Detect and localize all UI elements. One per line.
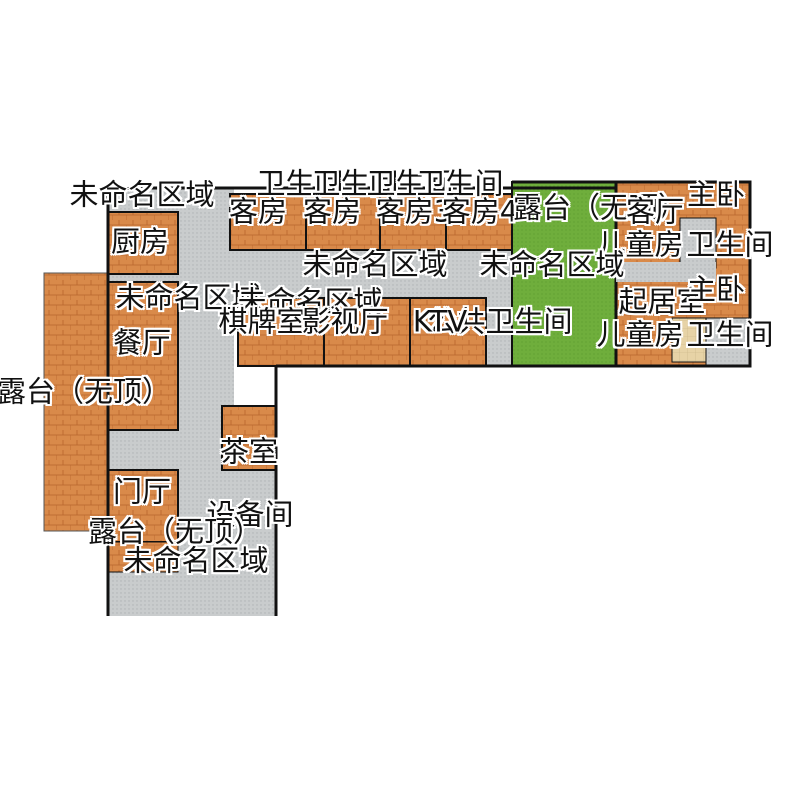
guest-room-2-area [305, 193, 381, 251]
terrace-left-area [43, 272, 109, 532]
corridor-lower [178, 470, 276, 616]
tea-room-area [221, 405, 277, 471]
guest-room-3-area [379, 193, 447, 251]
right-beige-area [671, 317, 707, 363]
right-bath-bottom [705, 317, 751, 367]
exterior-wall-outline [106, 182, 752, 616]
right-corridor [616, 262, 716, 282]
dining-area [107, 281, 179, 431]
cinema-area [323, 297, 411, 367]
guest-room-1-area [229, 193, 307, 251]
right-bath-top [679, 217, 717, 269]
guest-room-4-area [445, 193, 513, 251]
bottom-terrace-area [107, 541, 179, 573]
chess-room-area [237, 297, 325, 367]
kitchen-area [107, 211, 179, 275]
foyer-area [107, 469, 179, 543]
ktv-area [409, 297, 487, 367]
grass-terrace-inner [528, 298, 616, 366]
